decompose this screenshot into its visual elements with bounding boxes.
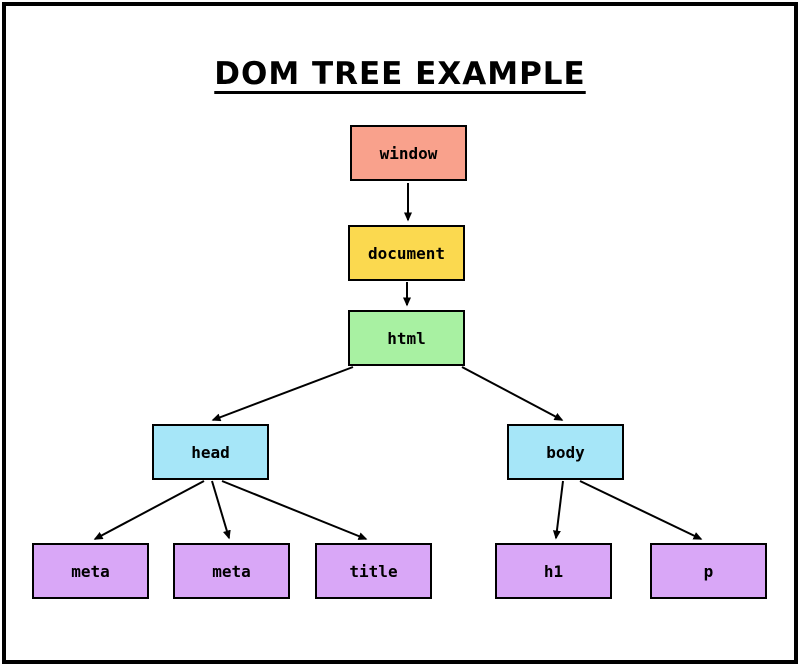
diagram-title: DOM TREE EXAMPLE: [214, 56, 586, 92]
edge-head-meta1: [93, 480, 205, 540]
node-head: head: [152, 424, 269, 480]
node-title: title: [315, 543, 432, 599]
edge-body-p: [579, 480, 703, 540]
node-h1: h1: [495, 543, 612, 599]
node-meta-2: meta: [173, 543, 290, 599]
edge-body-h1: [552, 480, 564, 540]
node-window: window: [350, 125, 467, 181]
edge-html-body: [461, 366, 564, 421]
node-meta-1: meta: [32, 543, 149, 599]
node-body: body: [507, 424, 624, 480]
node-document: document: [348, 225, 465, 281]
edge-html-head: [211, 366, 354, 422]
edge-head-meta2: [211, 480, 231, 540]
node-p: p: [650, 543, 767, 599]
node-html: html: [348, 310, 465, 366]
edge-head-title: [221, 480, 368, 540]
